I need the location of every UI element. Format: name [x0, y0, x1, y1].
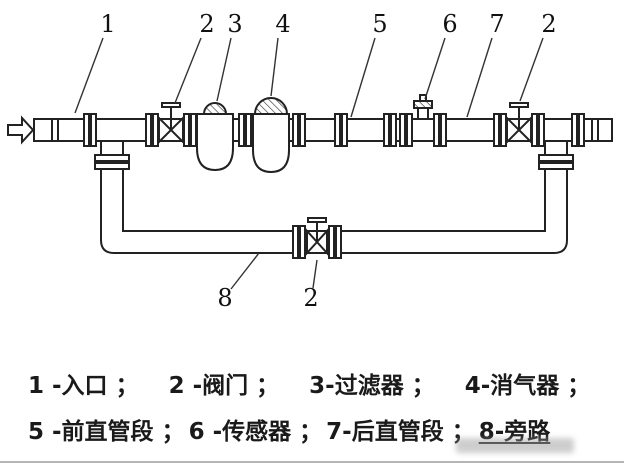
callout-label-sensor: 6 — [442, 10, 457, 38]
leader-line — [519, 37, 544, 102]
sensor-stem — [417, 107, 429, 120]
callout-labels: 1 2 3 4 5 6 7 2 8 2 — [100, 10, 556, 312]
leader-line — [74, 37, 104, 114]
leader-line — [230, 252, 260, 290]
callout-label-air-eliminator: 4 — [275, 10, 290, 38]
leader-line — [312, 259, 318, 289]
valve-handle — [307, 217, 327, 223]
callout-leader-lines — [74, 37, 544, 290]
callout-label-rear-straight: 7 — [489, 10, 504, 38]
leader-line — [270, 37, 279, 97]
watermark — [456, 438, 574, 453]
flange — [183, 113, 197, 147]
valve-right — [506, 102, 532, 145]
legend-item-rear-straight: 7-后直管段 ； — [326, 419, 475, 445]
diagram-canvas: 1 2 3 4 5 6 7 2 8 2 — [7, 10, 613, 312]
flange — [83, 113, 97, 147]
leader-line — [174, 37, 202, 104]
flange — [571, 113, 585, 147]
flange — [238, 113, 252, 147]
flange — [433, 113, 447, 147]
sensor-cap — [413, 100, 433, 109]
callout-label-inlet: 1 — [100, 10, 115, 38]
legend: 1 -入口 ； 2 -阀门 ； 3-过滤器 ； 4-消气器 ； 5 -前直管段 … — [0, 366, 624, 446]
filter-cap — [202, 102, 228, 115]
callout-label-valve-right: 2 — [541, 10, 556, 38]
legend-item-inlet: 1 -入口 ； — [28, 373, 139, 399]
flange — [145, 113, 159, 147]
leader-line — [466, 37, 493, 118]
callout-label-front-straight: 5 — [372, 10, 387, 38]
left-riser-flange — [94, 154, 130, 170]
legend-row-1: 1 -入口 ； 2 -阀门 ； 3-过滤器 ； 4-消气器 ； — [28, 366, 624, 400]
leader-line — [424, 37, 446, 100]
air-eliminator — [252, 97, 290, 174]
valve-handle — [161, 102, 181, 108]
callout-label-valve-left: 2 — [199, 10, 214, 38]
valve-handle — [509, 102, 529, 108]
sensor-fitting — [413, 94, 433, 120]
air-eliminator-dome — [253, 97, 289, 115]
flange — [531, 113, 545, 147]
callout-label-valve-bypass: 2 — [303, 284, 318, 312]
valve-bypass — [292, 217, 342, 259]
legend-item-valve: 2 -阀门 ； — [168, 373, 280, 399]
legend-item-air-eliminator: 4-消气器 ； — [464, 373, 591, 399]
filter — [196, 102, 234, 172]
legend-item-sensor: 6 -传感器 ； — [188, 419, 323, 445]
flange — [334, 113, 348, 147]
leader-line — [350, 37, 376, 118]
air-eliminator-body — [252, 113, 290, 174]
right-riser-flange — [538, 154, 574, 170]
legend-item-front-straight: 5 -前直管段 ； — [28, 419, 185, 445]
leader-line — [216, 37, 232, 102]
filter-body — [196, 113, 234, 172]
valve-left — [158, 102, 184, 145]
flange — [292, 113, 306, 147]
flange — [383, 113, 397, 147]
callout-label-filter: 3 — [227, 10, 242, 38]
legend-item-filter: 3-过滤器 ； — [309, 373, 435, 399]
flow-direction-arrow-icon — [7, 115, 35, 145]
flange — [399, 113, 413, 147]
bypass-pipe — [94, 134, 574, 254]
callout-label-bypass: 8 — [217, 284, 232, 312]
flange — [493, 113, 507, 147]
